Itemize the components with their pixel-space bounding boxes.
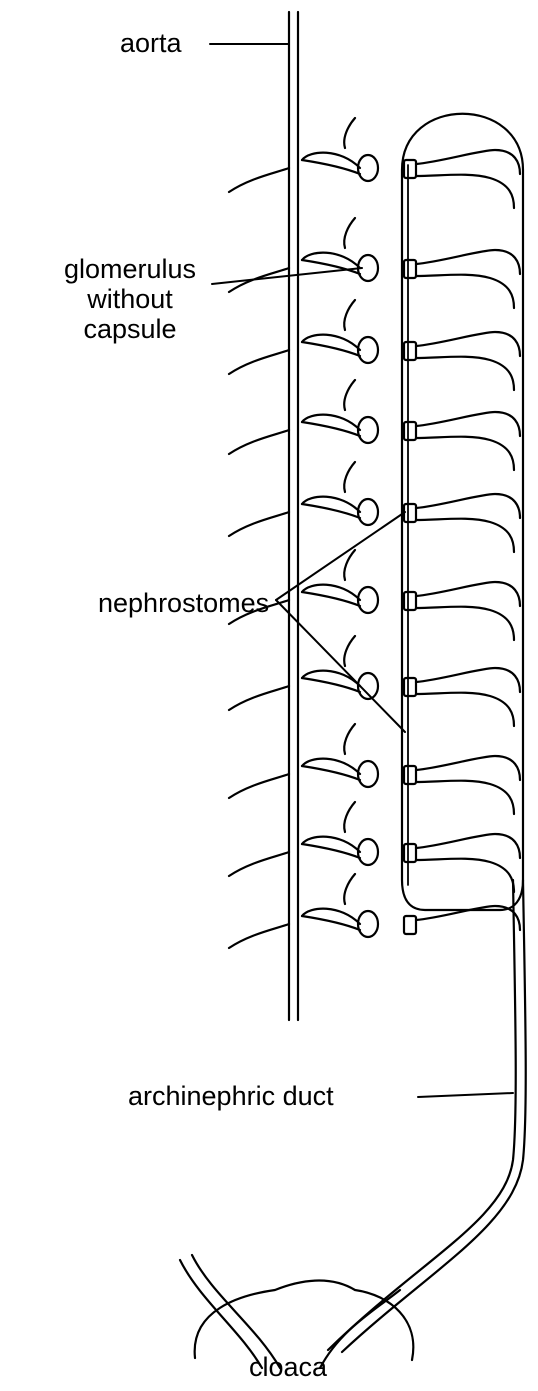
label-glomerulus: glomerulus without capsule xyxy=(46,254,214,344)
segment-1 xyxy=(229,118,520,208)
segment-7 xyxy=(229,636,520,726)
label-nephrostomes: nephrostomes xyxy=(98,588,269,618)
segment-9 xyxy=(229,802,520,892)
glomerulus-leader xyxy=(212,268,362,284)
label-glomerulus-line2: without xyxy=(46,284,214,314)
label-archinephric-duct: archinephric duct xyxy=(128,1081,334,1111)
segment-3 xyxy=(229,300,520,390)
label-aorta: aorta xyxy=(120,28,182,58)
segment-2 xyxy=(229,218,520,308)
archinephric-duct-leader xyxy=(418,1093,513,1097)
segment-8 xyxy=(229,724,520,814)
segment-6 xyxy=(229,550,520,640)
label-glomerulus-line1: glomerulus xyxy=(46,254,214,284)
archinephric-duct xyxy=(328,880,526,1352)
nephrostomes-leaders xyxy=(276,512,405,732)
aorta-vessel xyxy=(289,12,298,1020)
segment-5 xyxy=(229,462,520,552)
label-glomerulus-line3: capsule xyxy=(46,314,214,344)
segment-4 xyxy=(229,380,520,470)
label-cloaca: cloaca xyxy=(249,1352,327,1382)
